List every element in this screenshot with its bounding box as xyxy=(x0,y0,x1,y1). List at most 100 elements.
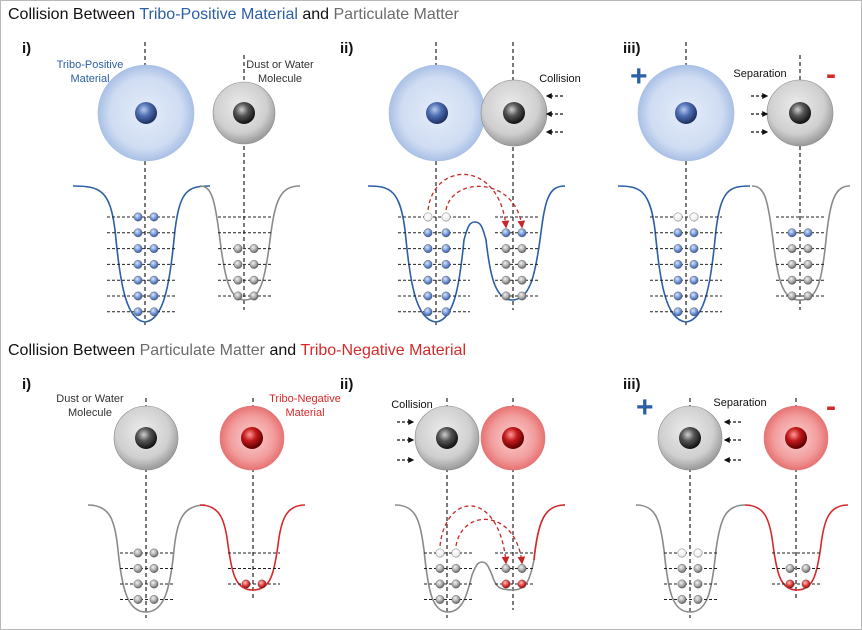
potential-well-curve xyxy=(617,185,751,323)
electron xyxy=(133,307,143,317)
electron xyxy=(423,291,433,301)
electron xyxy=(133,291,143,301)
electron xyxy=(693,579,703,589)
electron xyxy=(689,259,699,269)
electron xyxy=(787,244,797,254)
electron xyxy=(517,579,527,589)
electron xyxy=(677,548,687,558)
electron xyxy=(423,307,433,317)
title-text: and xyxy=(265,342,301,359)
electron xyxy=(801,564,811,573)
electron xyxy=(441,212,451,222)
panel-numeral: iii) xyxy=(623,40,641,57)
section-title-tribo-positive: Collision Between Tribo-Positive Materia… xyxy=(8,6,459,24)
potential-well-curve xyxy=(394,504,566,613)
label-tribo-negative-material: Tribo-Negative Material xyxy=(269,393,341,419)
electron xyxy=(133,595,143,604)
panel-numeral: iii) xyxy=(623,376,641,393)
electron-transfer-arrow xyxy=(455,518,526,565)
electron xyxy=(149,291,159,301)
electron xyxy=(133,564,143,573)
electron xyxy=(501,259,511,269)
electron xyxy=(233,259,243,269)
electron xyxy=(423,212,433,222)
panel-numeral: ii) xyxy=(340,40,354,57)
electron xyxy=(451,595,461,604)
electron xyxy=(673,307,683,317)
atom-nucleus xyxy=(135,102,157,124)
label-collision: Collision xyxy=(391,399,433,411)
electron xyxy=(133,212,143,222)
title-text: Collision Between xyxy=(8,342,140,359)
electron xyxy=(693,564,703,573)
electron xyxy=(249,259,259,269)
title-tribo-negative: Tribo-Negative Material xyxy=(300,342,466,359)
positive-charge-sign: + xyxy=(636,391,654,424)
atom-nucleus xyxy=(502,427,524,449)
electron xyxy=(441,228,451,238)
electron xyxy=(441,259,451,269)
electron xyxy=(451,579,461,589)
electron xyxy=(435,564,445,573)
electron xyxy=(133,228,143,238)
electron xyxy=(689,212,699,222)
negative-charge-sign: - xyxy=(826,390,836,423)
electron xyxy=(673,259,683,269)
atom-nucleus xyxy=(789,102,811,124)
electron xyxy=(673,228,683,238)
electron xyxy=(501,244,511,254)
electron xyxy=(441,244,451,254)
electron xyxy=(451,564,461,573)
electron xyxy=(233,291,243,301)
atom-nucleus xyxy=(785,427,807,449)
atom-nucleus xyxy=(436,427,458,449)
electron xyxy=(133,548,143,558)
electron xyxy=(787,259,797,269)
potential-well-curve xyxy=(744,504,849,591)
electron xyxy=(423,275,433,285)
electron xyxy=(241,579,251,589)
electron xyxy=(517,291,527,301)
potential-well-curve xyxy=(72,185,211,323)
atom-nucleus xyxy=(679,427,701,449)
electron xyxy=(423,228,433,238)
electron xyxy=(673,212,683,222)
electron xyxy=(501,579,511,589)
electron xyxy=(435,548,445,558)
electron xyxy=(787,275,797,285)
electron xyxy=(233,244,243,254)
title-particulate: Particulate Matter xyxy=(139,342,266,359)
electron xyxy=(673,275,683,285)
title-text: and xyxy=(297,6,334,23)
electron xyxy=(133,259,143,269)
electron xyxy=(803,259,813,269)
electron xyxy=(803,275,813,285)
electron xyxy=(149,259,159,269)
electron xyxy=(249,291,259,301)
potential-well-curve xyxy=(533,504,566,561)
label-separation: Separation xyxy=(733,68,787,80)
electron xyxy=(149,275,159,285)
electron xyxy=(689,244,699,254)
electron xyxy=(149,548,159,558)
electron-transfer-arrow xyxy=(427,173,510,229)
electron xyxy=(501,564,511,573)
electron-transfer-arrow xyxy=(445,185,526,229)
panel-numeral: i) xyxy=(22,376,32,393)
positive-charge-sign: + xyxy=(630,60,648,93)
electron xyxy=(677,564,687,573)
electron xyxy=(693,595,703,604)
electron xyxy=(149,564,159,573)
electron xyxy=(435,579,445,589)
title-text: Collision Between xyxy=(8,6,140,23)
electron xyxy=(133,275,143,285)
electron xyxy=(803,291,813,301)
electron xyxy=(149,307,159,317)
atom-nucleus xyxy=(675,102,697,124)
electron xyxy=(517,259,527,269)
electron xyxy=(451,548,461,558)
electron xyxy=(693,548,703,558)
electron xyxy=(423,244,433,254)
atom-nucleus xyxy=(233,102,255,124)
